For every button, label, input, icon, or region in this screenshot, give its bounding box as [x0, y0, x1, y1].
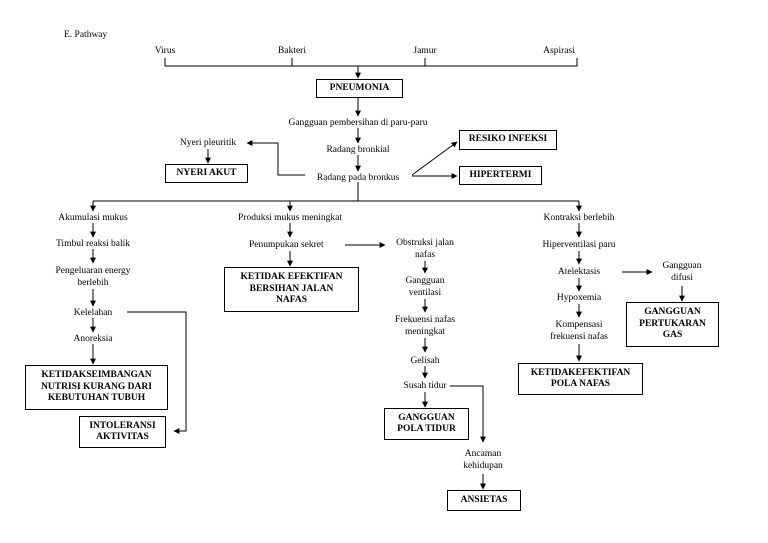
ketidak-efektifan-bersihan-box: KETIDAK EFEKTIFAN BERSIHAN JALAN NAFAS: [224, 267, 359, 312]
cause-virus: Virus: [154, 46, 176, 56]
kompensasi-frekuensi-label: Kompensasi frekuensi nafas: [550, 320, 608, 342]
section-title: E. Pathway: [64, 30, 108, 40]
radang-bronkial-label: Radang bronkial: [326, 145, 390, 155]
pengeluaran-energy-label: Pengeluaran energy berlebih: [55, 266, 131, 288]
ketidakefektifan-pola-nafas-box: KETIDAKEFEKTIFAN POLA NAFAS: [518, 363, 643, 395]
anoreksia-label: Anoreksia: [73, 334, 113, 344]
resiko-infeksi-box: RESIKO INFEKSI: [459, 130, 557, 150]
akumulasi-mukus-label: Akumulasi mukus: [58, 213, 128, 223]
susah-tidur-label: Susah tidur: [403, 381, 447, 391]
nyeri-akut-box: NYERI AKUT: [165, 164, 248, 183]
gangguan-pola-tidur-box: GANGGUAN POLA TIDUR: [384, 408, 469, 440]
kelelahan-label: Kelelahan: [73, 308, 113, 318]
gangguan-pertukaran-gas-box: GANGGUAN PERTUKARAN GAS: [626, 302, 719, 347]
pneumonia-box: PNEUMONIA: [316, 79, 403, 98]
cause-bakteri: Bakteri: [278, 46, 306, 56]
hiperventilasi-paru-label: Hiperventilasi paru: [542, 240, 616, 250]
kontraksi-berlebih-label: Kontraksi berlebih: [543, 213, 615, 223]
nyeri-pleuritik-label: Nyeri pleuritik: [179, 138, 237, 148]
produksi-mukus-label: Produksi mukus meningkat: [238, 213, 342, 223]
ketidakseimbangan-nutrisi-box: KETIDAKSEIMBANGAN NUTRISI KURANG DARI KE…: [25, 365, 168, 410]
ansietas-box: ANSIETAS: [447, 490, 521, 511]
hipertermi-box: HIPERTERMI: [459, 166, 542, 185]
gangguan-ventilasi-label: Gangguan ventilasi: [405, 276, 445, 298]
ancaman-kehidupan-label: Ancaman kehidupan: [463, 449, 503, 471]
penumpukan-sekret-label: Penumpukan sekret: [249, 240, 324, 250]
intoleransi-aktivitas-box: INTOLERANSI AKTIVITAS: [79, 416, 166, 448]
radang-bronkus-label: Radang pada bronkus: [316, 173, 400, 183]
gangguan-difusi-label: Gangguan difusi: [662, 261, 702, 283]
obstruksi-jalan-nafas-label: Obstruksi jalan nafas: [396, 238, 454, 260]
atelektasis-label: Atelektasis: [557, 267, 601, 277]
timbul-reaksi-label: Timbul reaksi balik: [55, 239, 131, 249]
cause-jamur: Jamur: [413, 46, 437, 56]
gelisah-label: Gelisah: [410, 356, 440, 366]
cause-aspirasi: Aspirasi: [543, 46, 575, 56]
gangguan-pembersihan-label: Gangguan pembersihan di paru-paru: [288, 118, 428, 128]
frekuensi-nafas-label: Frekuensi nafas meningkat: [395, 315, 455, 337]
hypoxemia-label: Hypoxemia: [556, 293, 602, 303]
